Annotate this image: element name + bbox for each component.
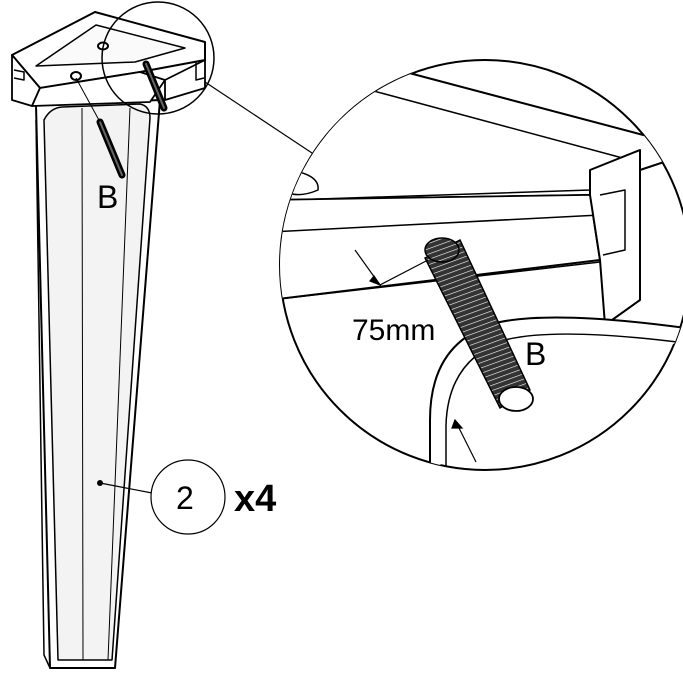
dimension-75mm: [354, 249, 477, 463]
quantity-label: x4: [234, 478, 276, 520]
dimension-label: 75mm: [352, 314, 435, 347]
screw-label-main: B: [97, 179, 118, 215]
detail-leader-line: [204, 81, 316, 156]
screw-main-right: [142, 60, 168, 112]
part-number: 2: [176, 480, 194, 516]
detail-view: [279, 59, 683, 471]
corner-bracket: [11, 11, 206, 107]
table-leg: [35, 99, 161, 669]
part-callout: [97, 459, 226, 535]
screw-main-left: [75, 77, 126, 179]
screw-label-detail: B: [525, 336, 546, 372]
detail-source-circle: [101, 1, 215, 115]
screw-detail: [423, 237, 534, 412]
